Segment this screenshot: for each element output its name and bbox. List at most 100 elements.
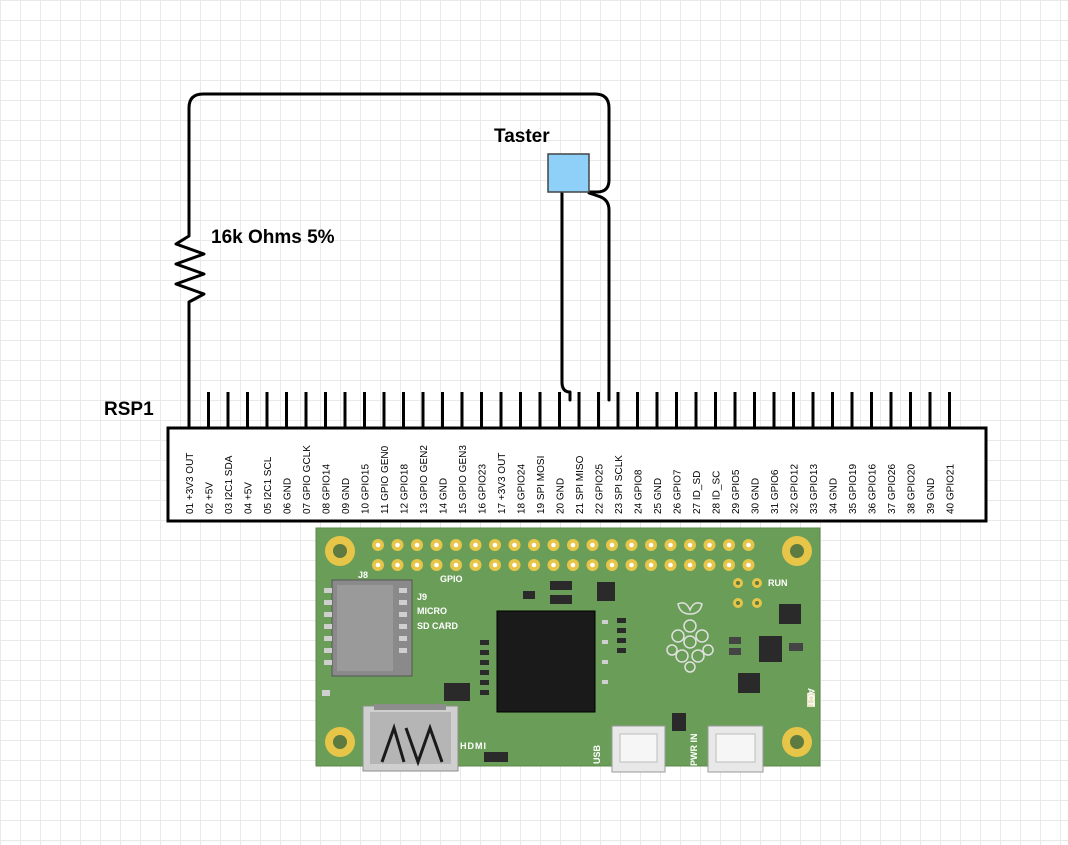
hdmi-label: HDMI [460, 741, 487, 751]
pin-label: 20 GND [556, 478, 567, 514]
pin-label: 12 GPIO18 [400, 464, 411, 514]
j9-label: J9 [417, 592, 427, 602]
gpio-pad-hole [395, 542, 400, 548]
pin-label: 26 GPIO7 [673, 469, 684, 514]
mounting-holes [325, 536, 812, 757]
button-label: Taster [494, 126, 550, 147]
pin-label: 38 GPIO20 [907, 464, 918, 514]
pin-label: 35 GPIO19 [848, 464, 859, 514]
pin-label: 24 GPIO8 [634, 469, 645, 514]
sd-label-1: MICRO [417, 606, 447, 616]
pin-label: 34 GND [829, 478, 840, 514]
pin-label: 07 GPIO GCLK [302, 445, 313, 514]
gpio-pad-hole [609, 562, 615, 568]
pin-label: 11 GPIO GEN0 [380, 445, 391, 514]
pin-label: 37 GPIO26 [887, 464, 898, 514]
pin-label: 22 GPIO25 [595, 464, 606, 514]
gpio-pad-hole [453, 542, 459, 548]
pin-label: 19 SPI MOSI [536, 456, 547, 514]
act-label: ACT [806, 688, 816, 707]
gpio-connector [166, 426, 988, 523]
pin-label: 23 SPI SCLK [614, 455, 625, 514]
pin-label: 09 GND [341, 478, 352, 514]
sd-label-2: SD CARD [417, 621, 459, 631]
run-pads [733, 578, 762, 608]
pin-label: 32 GPIO12 [790, 464, 801, 514]
usb-port [611, 725, 666, 773]
pin-label: 14 GND [439, 478, 450, 514]
gpio-pad-hole [629, 562, 634, 568]
gpio-pad-hole [395, 562, 400, 568]
pin-label: 02 +5V [205, 482, 216, 514]
gpio-pad-hole [414, 562, 420, 568]
gpio-pad-hole [375, 542, 381, 548]
pin-label: 31 GPIO6 [770, 469, 781, 514]
soc-chip [496, 610, 596, 713]
gpio-pad-hole [551, 562, 556, 568]
gpio-pad-hole [512, 542, 517, 548]
wire-3v3-to-button [187, 92, 611, 394]
pin-label: 36 GPIO16 [868, 464, 879, 514]
gpio-pad-hole [453, 562, 459, 568]
pin-label: 33 GPIO13 [809, 464, 820, 514]
pin-label: 05 I2C1 SCL [263, 456, 274, 514]
pin-label: 21 SPI MISO [575, 455, 586, 514]
push-button [547, 153, 590, 193]
gpio-pad-hole [531, 542, 537, 548]
gpio-pad-hole [414, 542, 420, 548]
gpio-pad-hole [726, 562, 732, 568]
gpio-pad-hole [746, 542, 751, 548]
gpio-pad-hole [492, 542, 498, 548]
pin-label: 08 GPIO14 [322, 464, 333, 514]
pin-label: 25 GND [653, 478, 664, 514]
pin-label: 06 GND [283, 478, 294, 514]
pin-label: 15 GPIO GEN3 [458, 445, 469, 514]
wire-button-to-pin20 [560, 191, 572, 402]
connector-pin-stubs [187, 392, 951, 428]
connector-label: RSP1 [104, 399, 154, 420]
gpio-pad-hole [590, 542, 595, 548]
gpio-pad-hole [570, 562, 576, 568]
pwr-in-port [707, 725, 764, 773]
run-label: RUN [768, 578, 788, 588]
pin-label: 39 GND [926, 478, 937, 514]
resistor-label: 16k Ohms 5% [211, 227, 335, 248]
j8-label: J8 [358, 570, 368, 580]
pin-label: 18 GPIO24 [517, 464, 528, 514]
gpio-pad-hole [473, 562, 478, 568]
gpio-pad-hole [609, 542, 615, 548]
gpio-header-pads [372, 539, 755, 571]
gpio-pad-hole [707, 562, 712, 568]
pin-label: 29 GPIO5 [731, 469, 742, 514]
pin-label: 01 +3V3 OUT [185, 453, 196, 514]
pin-label: 40 GPIO21 [946, 464, 957, 514]
gpio-label: GPIO [440, 574, 463, 584]
pin-label: 27 ID_SD [692, 471, 703, 514]
gpio-pad-hole [434, 562, 439, 568]
gpio-pad-hole [687, 562, 693, 568]
passive-components [322, 581, 815, 762]
pin-label: 17 +3V3 OUT [497, 453, 508, 514]
pin-label: 16 GPIO23 [478, 464, 489, 514]
pin-label: 13 GPIO GEN2 [419, 445, 430, 514]
gpio-pad-hole [629, 542, 634, 548]
gpio-pad-hole [531, 562, 537, 568]
usb-label: USB [592, 744, 602, 764]
gpio-pad-hole [746, 562, 751, 568]
gpio-pad-hole [648, 542, 654, 548]
mini-hdmi-port [362, 704, 459, 772]
gpio-pad-hole [375, 562, 381, 568]
gpio-pad-hole [434, 542, 439, 548]
gpio-pad-hole [570, 542, 576, 548]
gpio-pad-hole [473, 542, 478, 548]
gpio-pad-hole [492, 562, 498, 568]
gpio-pad-hole [648, 562, 654, 568]
gpio-pad-hole [707, 542, 712, 548]
gpio-pad-hole [590, 562, 595, 568]
gpio-pad-hole [687, 542, 693, 548]
gpio-pad-hole [512, 562, 517, 568]
gpio-pad-hole [668, 562, 673, 568]
pin-label: 03 I2C1 SDA [224, 455, 235, 514]
